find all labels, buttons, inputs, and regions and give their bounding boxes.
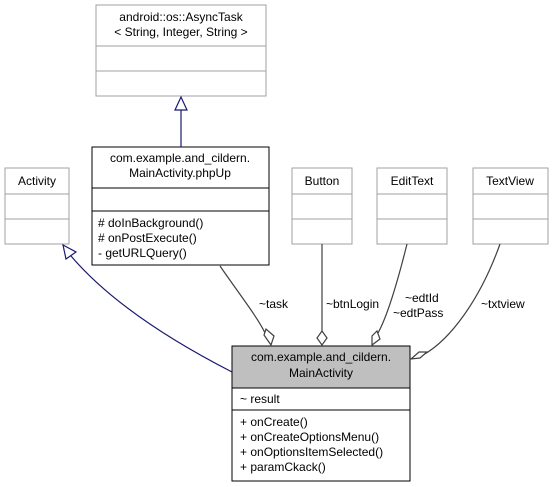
aggregation-edittext: ~edtId ~edtPass — [371, 243, 443, 347]
class-button-title: Button — [305, 174, 340, 188]
class-edittext-title: EditText — [391, 174, 434, 188]
class-textview-title: TextView — [486, 174, 534, 188]
class-mainactivity-title-line1: com.example.and_cildern. — [251, 350, 391, 364]
aggregation-diamond-icon — [316, 329, 328, 347]
inheritance-arrowhead-icon — [62, 243, 78, 261]
class-mainactivity-operation-compartment — [231, 409, 411, 482]
class-mainactivity-operation: + onCreate() — [240, 415, 308, 429]
class-phpup[interactable]: com.example.and_cildern. MainActivity.ph… — [91, 146, 270, 266]
class-edittext[interactable]: EditText — [376, 167, 448, 245]
class-phpup-title-line1: com.example.and_cildern. — [110, 151, 250, 165]
class-activity[interactable]: Activity — [4, 167, 70, 245]
class-mainactivity-attribute: ~ result — [240, 392, 280, 406]
inheritance-arrowhead-icon — [174, 95, 188, 111]
inheritance-phpup-asynctask — [174, 95, 188, 147]
class-mainactivity-operation: + paramCkack() — [240, 460, 326, 474]
relation-label-btnlogin: ~btnLogin — [326, 297, 379, 311]
inheritance-mainactivity-activity — [62, 243, 233, 373]
aggregation-diamond-icon — [371, 329, 381, 347]
class-phpup-operation: - getURLQuery() — [98, 246, 187, 260]
aggregation-diamond-icon — [263, 327, 275, 347]
relation-label-task: ~task — [259, 297, 289, 311]
class-textview[interactable]: TextView — [472, 167, 549, 245]
class-phpup-title-line2: MainActivity.phpUp — [129, 166, 231, 180]
class-phpup-operation: # onPostExecute() — [98, 231, 197, 245]
relation-label-edtid: ~edtId — [405, 291, 439, 305]
class-asynctask-title-line2: < String, Integer, String > — [114, 25, 247, 39]
class-mainactivity-operation: + onCreateOptionsMenu() — [240, 430, 379, 444]
relation-label-txtview: ~txtview — [481, 297, 525, 311]
aggregation-diamond-icon — [409, 351, 429, 360]
aggregation-btnlogin: ~btnLogin — [316, 244, 379, 347]
class-asynctask[interactable]: android::os::AsyncTask < String, Integer… — [95, 4, 267, 97]
class-phpup-operation: # doInBackground() — [98, 216, 203, 230]
relation-label-edtpass: ~edtPass — [393, 306, 443, 320]
class-mainactivity-title-line2: MainActivity — [289, 366, 353, 380]
class-mainactivity[interactable]: com.example.and_cildern. MainActivity ~ … — [231, 345, 411, 482]
aggregation-task: ~task — [219, 265, 289, 347]
class-activity-title: Activity — [18, 174, 56, 188]
class-button[interactable]: Button — [291, 167, 353, 245]
class-asynctask-title-line1: android::os::AsyncTask — [119, 10, 243, 24]
aggregation-txtview: ~txtview — [409, 243, 525, 360]
class-mainactivity-operation: + onOptionsItemSelected() — [240, 445, 383, 459]
